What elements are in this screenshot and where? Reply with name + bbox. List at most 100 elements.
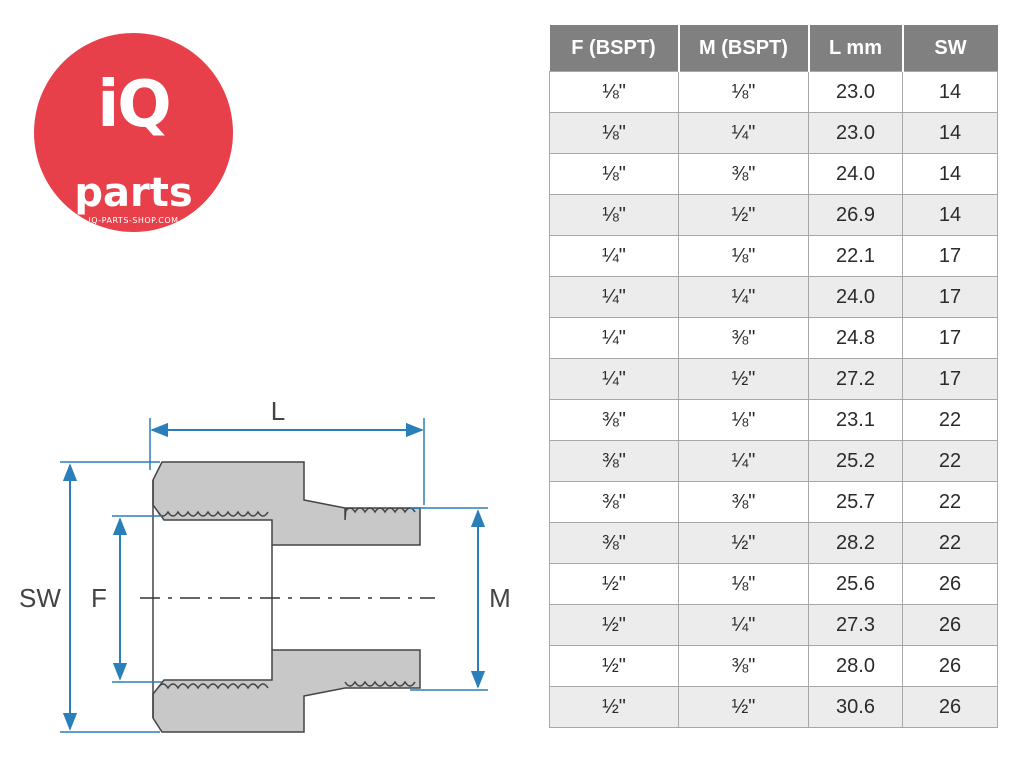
header-length: L mm	[808, 25, 904, 72]
cell-length: 23.0	[808, 71, 903, 113]
fitting-body	[152, 461, 421, 733]
cell-female-thread: ⅛"	[549, 71, 679, 113]
cell-wrench-size: 14	[902, 194, 998, 236]
table-header-row: F (BSPT) M (BSPT) L mm SW	[549, 25, 998, 72]
cell-length: 27.2	[808, 358, 903, 400]
cell-male-thread: ⅛"	[678, 399, 809, 441]
cell-female-thread: ⅜"	[549, 440, 679, 482]
female-thread-top	[157, 510, 269, 517]
cell-wrench-size: 26	[902, 645, 998, 687]
logo-url: IQ-PARTS-SHOP.COM	[88, 216, 179, 225]
length-label: L	[271, 396, 285, 426]
cell-wrench-size: 22	[902, 440, 998, 482]
cell-female-thread: ⅜"	[549, 522, 679, 564]
cell-wrench-size: 14	[902, 112, 998, 154]
cell-length: 27.3	[808, 604, 903, 646]
cell-female-thread: ¼"	[549, 276, 679, 318]
cell-male-thread: ¼"	[678, 276, 809, 318]
header-wrench-size: SW	[902, 25, 998, 72]
cell-wrench-size: 17	[902, 276, 998, 318]
cell-wrench-size: 26	[902, 563, 998, 605]
cell-length: 30.6	[808, 686, 903, 728]
cell-wrench-size: 22	[902, 399, 998, 441]
cell-male-thread: ¼"	[678, 604, 809, 646]
cell-female-thread: ¼"	[549, 235, 679, 277]
cell-wrench-size: 14	[902, 153, 998, 195]
female-thread-bottom	[157, 683, 269, 690]
cell-male-thread: ⅜"	[678, 317, 809, 359]
cell-male-thread: ½"	[678, 522, 809, 564]
male-thread-bottom	[344, 680, 416, 687]
cell-length: 23.0	[808, 112, 903, 154]
cell-male-thread: ½"	[678, 686, 809, 728]
male-label: M	[489, 583, 511, 613]
cell-female-thread: ¼"	[549, 358, 679, 400]
cell-male-thread: ½"	[678, 358, 809, 400]
cell-male-thread: ⅜"	[678, 153, 809, 195]
cell-length: 26.9	[808, 194, 903, 236]
cell-female-thread: ½"	[549, 686, 679, 728]
cell-wrench-size: 26	[902, 604, 998, 646]
cell-length: 28.2	[808, 522, 903, 564]
logo-mark: iQ	[97, 68, 171, 142]
cell-female-thread: ¼"	[549, 317, 679, 359]
cell-female-thread: ⅜"	[549, 399, 679, 441]
cell-wrench-size: 17	[902, 317, 998, 359]
cell-female-thread: ⅜"	[549, 481, 679, 523]
cell-length: 24.0	[808, 276, 903, 318]
cell-wrench-size: 26	[902, 686, 998, 728]
cell-male-thread: ¼"	[678, 112, 809, 154]
cell-wrench-size: 22	[902, 481, 998, 523]
wrench-size-label: SW	[19, 583, 61, 613]
cell-male-thread: ¼"	[678, 440, 809, 482]
cell-length: 24.0	[808, 153, 903, 195]
cell-wrench-size: 14	[902, 71, 998, 113]
cell-female-thread: ⅛"	[549, 194, 679, 236]
cell-male-thread: ½"	[678, 194, 809, 236]
cell-male-thread: ⅛"	[678, 71, 809, 113]
logo-wordmark: parts	[74, 170, 193, 216]
fitting-cross-section-drawing: L SW F M	[19, 396, 511, 733]
cell-length: 23.1	[808, 399, 903, 441]
cell-female-thread: ½"	[549, 604, 679, 646]
cell-wrench-size: 17	[902, 358, 998, 400]
cell-length: 24.8	[808, 317, 903, 359]
cell-male-thread: ⅛"	[678, 235, 809, 277]
cell-female-thread: ⅛"	[549, 153, 679, 195]
cell-wrench-size: 22	[902, 522, 998, 564]
cell-length: 28.0	[808, 645, 903, 687]
iq-parts-logo: iQ parts IQ-PARTS-SHOP.COM	[34, 33, 233, 232]
male-thread-top	[344, 507, 416, 514]
cell-female-thread: ½"	[549, 645, 679, 687]
cell-male-thread: ⅛"	[678, 563, 809, 605]
cell-male-thread: ⅜"	[678, 481, 809, 523]
header-female-thread: F (BSPT)	[549, 25, 680, 72]
cell-length: 25.6	[808, 563, 903, 605]
cell-wrench-size: 17	[902, 235, 998, 277]
cell-length: 22.1	[808, 235, 903, 277]
cell-length: 25.2	[808, 440, 903, 482]
cell-male-thread: ⅜"	[678, 645, 809, 687]
female-label: F	[91, 583, 107, 613]
header-male-thread: M (BSPT)	[678, 25, 810, 72]
cell-female-thread: ½"	[549, 563, 679, 605]
cell-female-thread: ⅛"	[549, 112, 679, 154]
cell-length: 25.7	[808, 481, 903, 523]
